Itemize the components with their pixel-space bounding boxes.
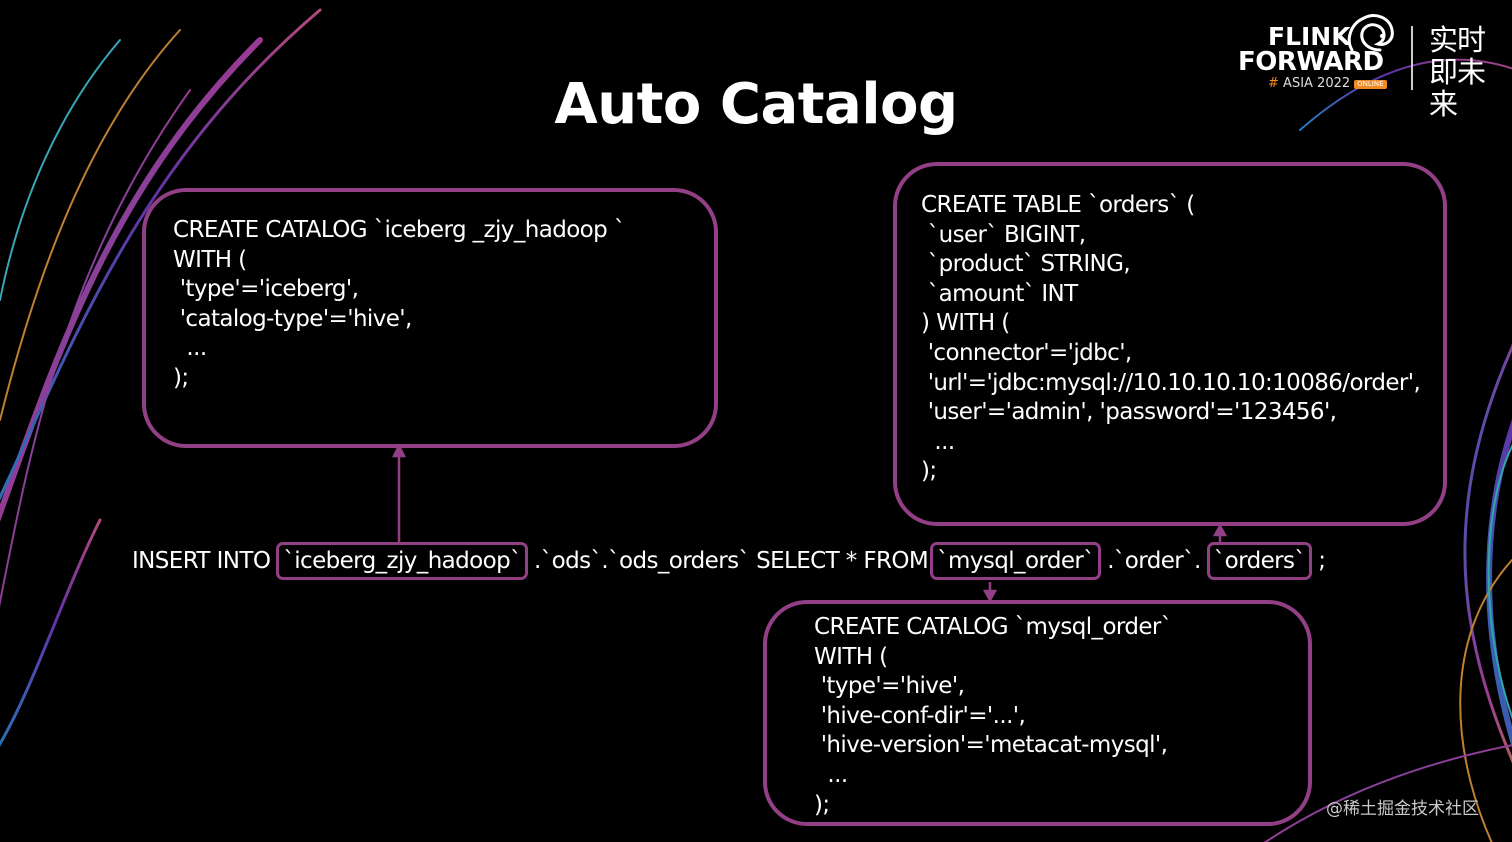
watermark: @稀土掘金技术社区 — [1326, 799, 1479, 819]
logo-badge: ONLINE — [1354, 80, 1387, 89]
logo-line-2: FORWARD — [1238, 47, 1384, 77]
squirrel-icon — [1347, 14, 1394, 52]
logo-hash: # — [1268, 76, 1279, 91]
orders-table-code: CREATE TABLE `orders` ( `user` BIGINT, `… — [921, 192, 1421, 485]
insert-db: .`order`. — [1107, 548, 1201, 574]
arrowhead-mysql — [982, 589, 998, 603]
orders-table-ref: `orders` — [1206, 542, 1313, 580]
insert-middle: .`ods`.`ods_orders` SELECT * FROM — [534, 548, 929, 574]
arrowhead-orders — [1212, 523, 1228, 537]
iceberg-catalog-box — [142, 188, 718, 448]
orders-table-box — [893, 162, 1447, 526]
mysql-catalog-code: CREATE CATALOG `mysql_order` WITH ( 'typ… — [814, 614, 1172, 818]
logo-line-1: FLINK — [1268, 22, 1351, 51]
mysql-catalog-box — [763, 600, 1312, 826]
logo-divider — [1411, 26, 1413, 90]
slide-title: Auto Catalog — [554, 72, 958, 137]
insert-statement: INSERT INTO `iceberg_zjy_hadoop` .`ods`.… — [132, 542, 1326, 580]
logo-event: ASIA 2022 — [1283, 76, 1351, 91]
iceberg-catalog-code: CREATE CATALOG `iceberg _zjy_hadoop ` WI… — [173, 217, 625, 391]
insert-prefix: INSERT INTO — [132, 548, 271, 574]
arrowhead-iceberg — [391, 443, 407, 458]
iceberg-catalog-ref: `iceberg_zjy_hadoop` — [276, 542, 529, 580]
mysql-catalog-ref: `mysql_order` — [930, 542, 1102, 580]
insert-suffix: ; — [1318, 548, 1326, 574]
logo-slogan: 实时即未来 — [1429, 23, 1486, 121]
